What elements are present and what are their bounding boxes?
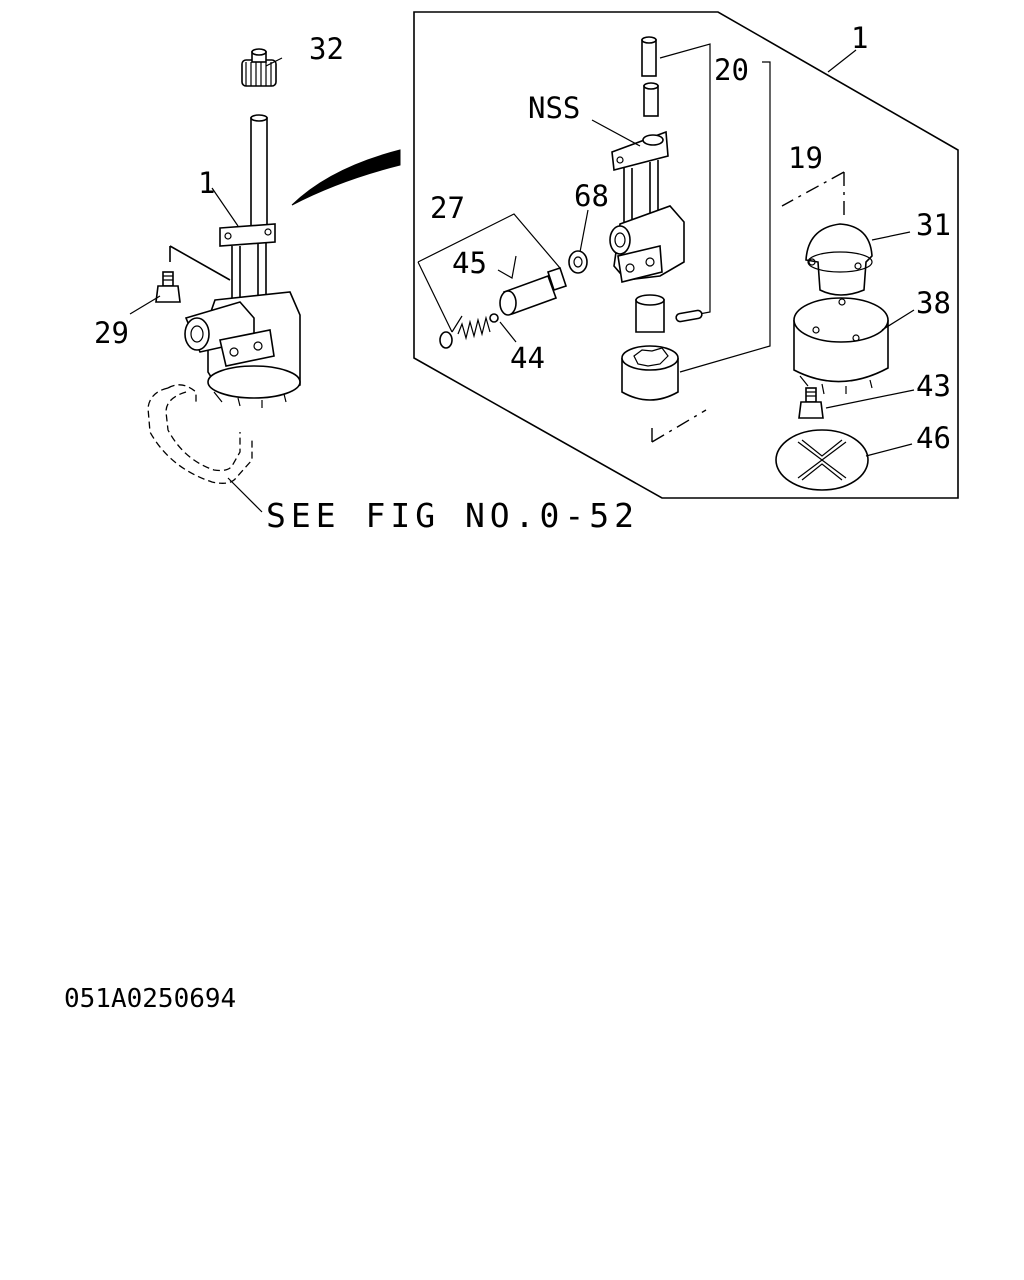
exploded-pump-body-icon: [609, 130, 685, 283]
callout-43: 43: [916, 369, 951, 403]
leader-68: [579, 209, 589, 253]
callout-20: 20: [714, 53, 749, 87]
leader-45: [497, 255, 517, 279]
callout-1-left: 1: [198, 166, 215, 200]
callout-19: 19: [788, 141, 823, 175]
oil-pipe-phantom-icon: [147, 384, 253, 484]
callout-45: 45: [452, 246, 487, 280]
relief-spring-icon: [457, 315, 491, 341]
see-fig-note: SEE FIG NO.0-52: [266, 496, 639, 535]
strainer-centerline: [781, 171, 845, 218]
callout-32: 32: [309, 32, 344, 66]
rotor-centerline: [651, 409, 707, 443]
bracket-20: [659, 43, 711, 319]
assembled-oil-pump: [147, 48, 401, 484]
drawing-number: 051A0250694: [64, 984, 236, 1014]
leader-43: [825, 389, 915, 409]
leader-1-kit: [827, 49, 857, 73]
bracket-line-29: [169, 245, 231, 281]
bracket-27: [417, 213, 561, 333]
leader-38: [881, 309, 915, 331]
leader-see-fig: [227, 477, 263, 513]
callout-27: 27: [430, 191, 465, 225]
pump-cover-icon: [793, 297, 889, 395]
bracket-19: [679, 61, 771, 373]
bolt-icon: [155, 271, 181, 303]
pump-shaft-icon: [250, 114, 268, 229]
leader-1: [211, 187, 239, 227]
cover-bolt-icon: [798, 387, 824, 419]
callout-68: 68: [574, 179, 609, 213]
relief-plug-icon: [439, 331, 453, 349]
leader-44: [499, 321, 517, 343]
strainer-cap-icon: [805, 223, 873, 296]
leader-31: [871, 231, 911, 241]
rotor-icon: [621, 345, 679, 401]
relief-plunger-icon: [499, 266, 568, 316]
washer-icon: [568, 250, 588, 274]
pump-body-icon: [184, 291, 301, 408]
callout-1-kit: 1: [851, 21, 868, 55]
pump-bracket-icon: [219, 223, 276, 320]
roll-pin-icon: [675, 309, 703, 323]
gasket-icon: [775, 429, 869, 491]
kit-boundary: [413, 11, 959, 499]
callout-46: 46: [916, 421, 951, 455]
callout-nss: NSS: [528, 91, 580, 125]
callout-31: 31: [916, 208, 951, 242]
callout-44: 44: [510, 341, 545, 375]
relief-ball-icon: [489, 313, 499, 323]
leader-nss: [591, 119, 641, 147]
pin-sleeve-icon: [635, 294, 665, 333]
exploded-view-arrow: [291, 149, 401, 206]
leader-29: [129, 295, 161, 315]
leader-46: [865, 443, 913, 457]
leader-32: [265, 57, 283, 67]
shaft-pin-icon: [641, 36, 659, 117]
drive-gear-icon: [241, 48, 277, 87]
callout-38: 38: [916, 286, 951, 320]
callout-29: 29: [94, 316, 129, 350]
